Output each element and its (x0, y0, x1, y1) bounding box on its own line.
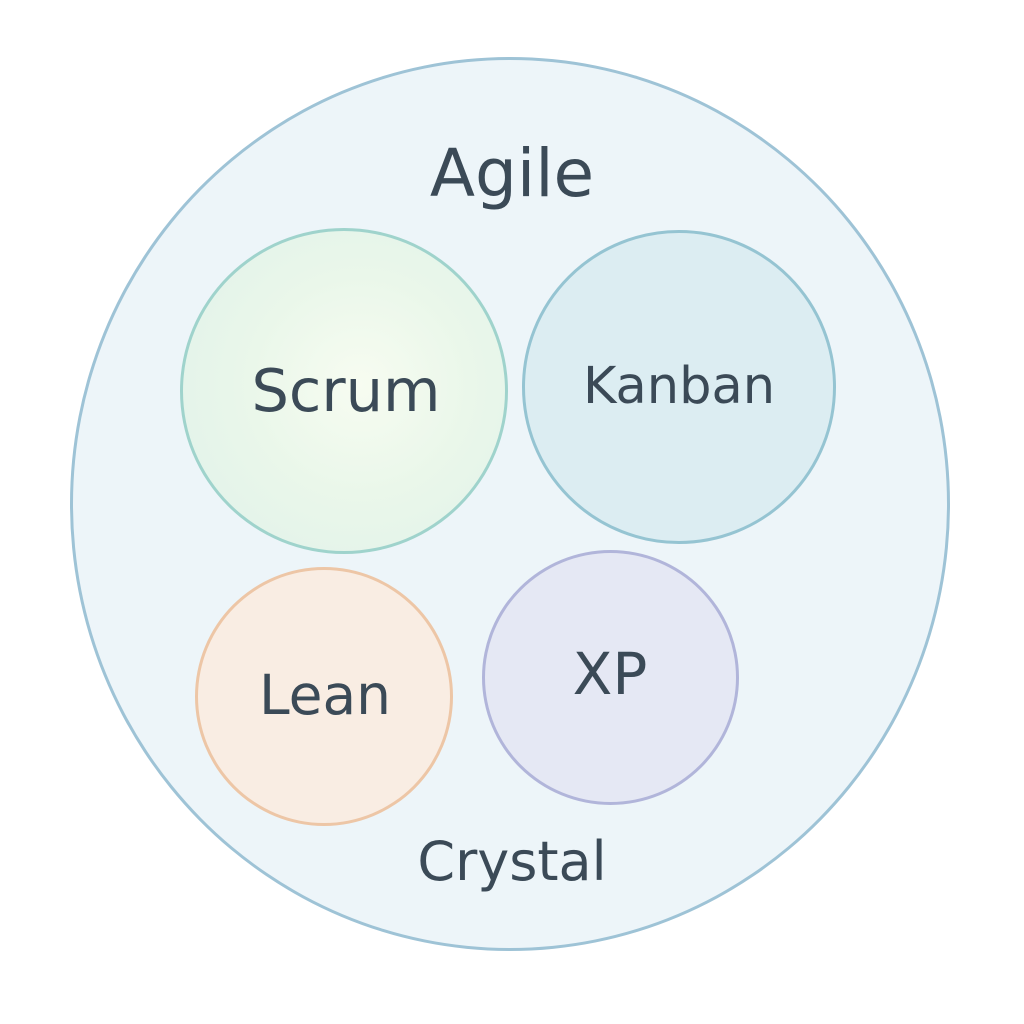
scrum-circle (180, 228, 508, 554)
agile-outer-circle (70, 57, 950, 951)
xp-label: XP (572, 640, 648, 708)
agile-label: Agile (429, 135, 595, 212)
xp-circle (482, 550, 739, 805)
kanban-circle (522, 230, 836, 544)
lean-label: Lean (258, 663, 392, 727)
scrum-label: Scrum (251, 356, 441, 425)
crystal-label: Crystal (417, 830, 607, 893)
lean-circle (195, 567, 453, 826)
kanban-label: Kanban (582, 357, 776, 416)
